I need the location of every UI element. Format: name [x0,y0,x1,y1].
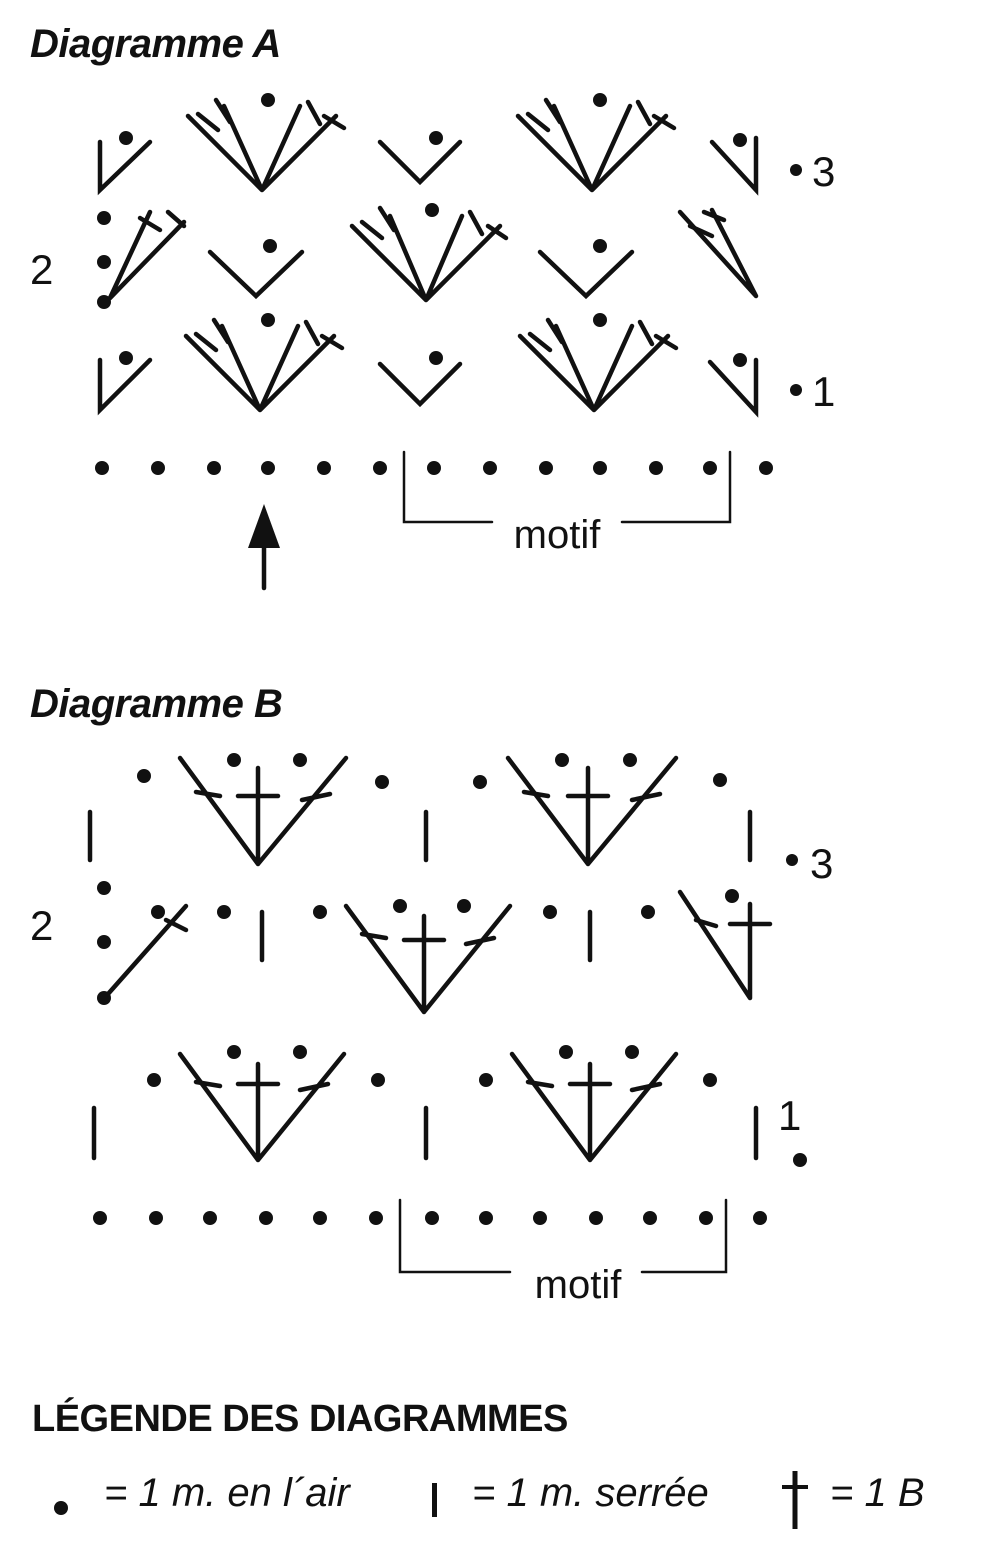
diagram-a-row-label-2: 2 [30,246,53,293]
diagram-b-row-1-shell-2 [509,1045,679,1163]
diagram-b-row-3-shell [177,753,349,867]
diagram-b-row-label-1: 1 [778,1092,801,1139]
diagram-a-row-1: 1 [97,313,835,418]
diagram-a-row-3-shell [185,93,347,193]
diagram-a-title: Diagramme A [30,22,281,66]
treble-cross-icon [782,1471,808,1529]
diagram-b-chart: motif 1 2 [30,753,833,1307]
diagram-b-title: Diagramme B [30,682,283,726]
diagram-b-row-3: 3 [87,753,833,887]
diagram-a-row-label-1: 1 [812,368,835,415]
diagram-b-row-2-shell [343,899,513,1015]
diagram-b-row-2: 2 [30,881,773,1015]
legend-item-chain-text: = 1 m. en l´air [104,1471,350,1515]
diagram-a-row-2-shell [349,203,509,303]
diagram-b-motif-bracket: motif [398,1198,728,1307]
legend-item-single-text: = 1 m. serrée [472,1471,709,1515]
diagram-a-motif-label: motif [514,513,602,557]
diagram-a-chart: motif 1 2 [30,93,835,591]
diagram-b-row-1-shell [177,1045,347,1163]
diagram-a-start-arrow [248,504,280,591]
legend-item-treble-text: = 1 B [830,1471,925,1515]
diagram-b-motif-label: motif [535,1263,623,1307]
diagram-a-row-3-shell-2 [515,93,677,193]
diagram-a-row-3: 3 [97,93,835,196]
diagram-b-row-label-2: 2 [30,902,53,949]
diagram-b-row-1: 1 [91,1045,807,1167]
diagram-b-row-label-3: 3 [810,840,833,887]
diagram-b-row-3-shell-2 [505,753,679,867]
diagram-a-foundation-chain [95,461,773,475]
diagram-a-row-1-shell-2 [517,313,679,413]
diagram-a-motif-bracket: motif [402,450,732,557]
diagram-a-row-1-shell [183,313,345,413]
legend-title: LÉGENDE DES DIAGRAMMES [32,1398,568,1440]
diagram-b-foundation-chain [93,1211,767,1225]
chain-dot-icon [54,1501,68,1515]
diagram-a-row-label-3: 3 [812,148,835,195]
legend: = 1 m. en l´air = 1 m. serrée = 1 B [40,1465,980,1535]
single-bar-icon [432,1483,437,1517]
diagram-a-row-2: 2 [30,203,759,309]
